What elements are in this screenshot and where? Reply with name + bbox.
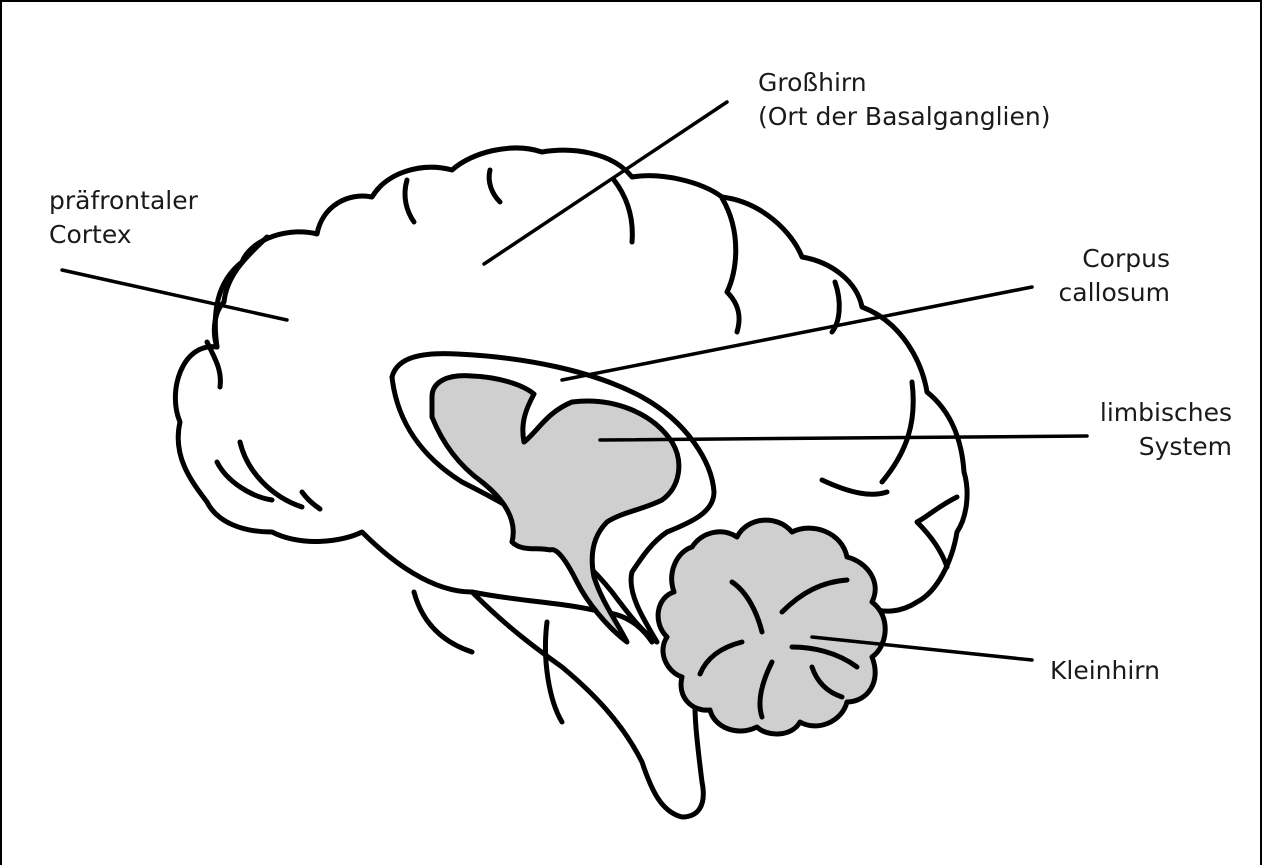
sulcus-14 <box>545 622 562 722</box>
cerebellum-shape <box>658 520 885 734</box>
sulcus-12 <box>822 480 887 494</box>
sulcus-4 <box>722 198 739 332</box>
label-corpus: Corpus callosum <box>1042 242 1170 310</box>
sulcus-11 <box>882 382 913 482</box>
label-corpus-line2: callosum <box>1042 276 1170 310</box>
label-grosshirn-line1: Großhirn <box>758 66 1050 100</box>
label-limbisch-line2: System <box>1082 430 1232 464</box>
label-kleinhirn-line1: Kleinhirn <box>1050 654 1160 688</box>
label-praefrontal-line1: präfrontaler <box>49 184 198 218</box>
sulcus-10 <box>302 492 320 509</box>
sulcus-2 <box>489 170 500 202</box>
sulcus-8 <box>240 442 302 507</box>
sulcus-15 <box>414 592 472 652</box>
label-limbisch: limbisches System <box>1082 396 1232 464</box>
leader-corpus <box>562 287 1032 380</box>
label-kleinhirn: Kleinhirn <box>1050 654 1160 688</box>
label-limbisch-line1: limbisches <box>1082 396 1232 430</box>
label-praefrontal: präfrontaler Cortex <box>49 184 198 252</box>
label-praefrontal-line2: Cortex <box>49 218 198 252</box>
sulcus-3 <box>614 180 632 242</box>
label-corpus-line1: Corpus <box>1042 242 1170 276</box>
leader-praefrontal <box>62 270 287 320</box>
sulcus-1 <box>405 180 414 222</box>
leader-limbisch <box>600 436 1087 440</box>
label-grosshirn: Großhirn (Ort der Basalganglien) <box>758 66 1050 134</box>
label-grosshirn-line2: (Ort der Basalganglien) <box>758 100 1050 134</box>
